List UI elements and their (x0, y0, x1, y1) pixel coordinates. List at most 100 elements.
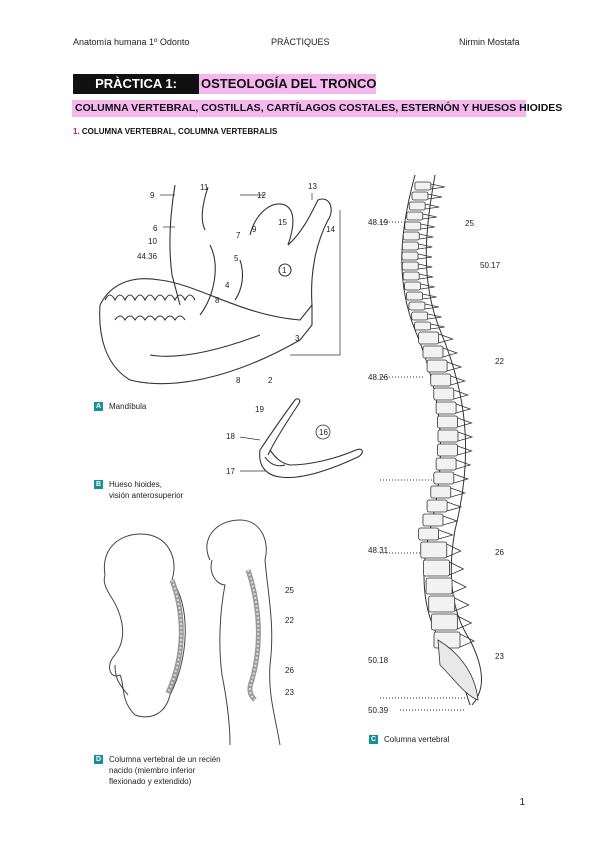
mandible-label: 13 (308, 182, 317, 191)
vertebra-process (450, 375, 467, 386)
figure-d-marker: D (94, 755, 103, 764)
spine-label-left: 48.19 (368, 218, 389, 227)
vertebra-body (428, 595, 456, 613)
mandible-illustration: 9 11 12 13 15 14 6 10 44.36 7 9 5 1 4 8 … (99, 182, 341, 385)
practice-topic: OSTEOLOGÍA DEL TRONCO (201, 76, 377, 91)
vertebra-process (422, 213, 437, 220)
vertebra-process (457, 615, 473, 630)
subtitle-highlight (72, 100, 526, 117)
vertebra-process (453, 389, 470, 400)
sacrum (437, 639, 479, 701)
subtitle: COLUMNA VERTEBRAL, COSTILLAS, CARTÍLAGOS… (75, 102, 563, 114)
page-number: 1 (519, 797, 525, 808)
vertebra-process (419, 273, 434, 280)
vertebra-body (437, 443, 458, 457)
newborn-label: 25 (285, 586, 294, 595)
vertebra-body (401, 251, 419, 261)
vertebra-process (449, 561, 465, 576)
vertebra-process (430, 323, 445, 330)
vertebra-process (417, 253, 433, 260)
mandible-label: 10 (148, 237, 157, 246)
vertebra-body (430, 613, 458, 631)
mandible-label: 7 (236, 231, 241, 240)
vertebra-body (406, 211, 424, 221)
section-heading: 1. COLUMNA VERTEBRAL, COLUMNA VERTEBRALI… (73, 127, 277, 136)
hyoid-label: 19 (255, 405, 264, 414)
vertebra-body (430, 373, 452, 387)
mandible-label: 44.36 (137, 252, 158, 261)
vertebra-body (414, 181, 432, 191)
vertebra-body (402, 231, 420, 241)
vertebra-body (437, 415, 458, 429)
mandible-label: 11 (200, 183, 209, 192)
vertebra-body (422, 513, 444, 527)
vertebra-body (433, 471, 455, 485)
vertebra-process (451, 579, 468, 594)
vertebra-process (420, 283, 435, 290)
vertebra-process (446, 501, 463, 512)
vertebra-process (455, 459, 472, 470)
figure-c-caption: Columna vertebral (384, 735, 450, 744)
newborn-label: 23 (285, 688, 294, 697)
mandible-label: 6 (153, 224, 158, 233)
spine-label-left: 50.18 (368, 656, 389, 665)
newborn-label: 22 (285, 616, 294, 625)
spine-label-right: 23 (495, 652, 504, 661)
vertebra-body (404, 281, 422, 291)
figure-c-marker: C (369, 735, 378, 744)
figure-a-caption: Mandíbula (109, 402, 147, 411)
vertebra-body (418, 331, 440, 345)
mandible-label: 3 (295, 334, 300, 343)
hyoid-label: 16 (319, 428, 328, 437)
mandible-label: 2 (268, 376, 273, 385)
vertebra-process (457, 445, 473, 456)
vertebra-process (424, 303, 440, 310)
spine-label-right: 25 (465, 219, 474, 228)
vertebra-process (438, 529, 454, 540)
vertebra-process (419, 233, 434, 240)
vertebra-body (430, 485, 452, 499)
vertebra-body (418, 527, 440, 541)
vertebra-process (427, 193, 443, 200)
hyoid-label: 17 (226, 467, 235, 476)
vertebra-body (404, 221, 422, 231)
header-left: Anatomía humana 1º Odonto (73, 37, 190, 47)
vertebra-body (425, 577, 453, 595)
spine-label-right: 50.17 (480, 261, 501, 270)
spine-label-right: 26 (495, 548, 504, 557)
vertebra-body (426, 359, 448, 373)
vertebra-process (438, 333, 454, 344)
figure-d-caption-line1: Columna vertebral de un recién (109, 755, 221, 764)
figure-b-caption-line1: Hueso hioides, (109, 480, 162, 489)
vertebra-process (430, 183, 445, 190)
vertebra-body (433, 387, 455, 401)
mandible-label: 12 (257, 191, 266, 200)
vertebra-body (408, 301, 426, 311)
spine-label-left: 50.39 (368, 706, 389, 715)
figure-b-marker: B (94, 480, 103, 489)
vertebra-process (442, 347, 459, 358)
vertebra-body (420, 541, 448, 559)
vertebra-process (459, 633, 475, 648)
figure-b-caption-line2: visión anterosuperior (109, 491, 184, 500)
vertebra-body (408, 201, 426, 211)
vertebra-body (422, 345, 444, 359)
newborn-illustration: 25 22 26 23 (103, 519, 294, 745)
mandible-label: 15 (278, 218, 287, 227)
vertebra-body (406, 291, 423, 301)
mandible-label: 9 (252, 225, 257, 234)
vertebra-body (426, 499, 448, 513)
vertebra-process (420, 223, 435, 230)
vertebra-body (402, 271, 420, 281)
mandible-label: 4 (225, 281, 230, 290)
practice-label: PRÀCTICA 1: (73, 74, 199, 94)
vertebra-body (401, 241, 419, 251)
figure-d-caption-line2: nacido (miembro inferior (109, 766, 196, 775)
spine-label-left: 48.26 (368, 373, 389, 382)
vertebra-body (401, 261, 419, 271)
vertebra-process (455, 403, 472, 414)
vertebra-process (418, 243, 433, 250)
mandible-label: 5 (234, 254, 239, 263)
vertebra-process (454, 597, 470, 612)
section-number: 1. (73, 127, 80, 136)
